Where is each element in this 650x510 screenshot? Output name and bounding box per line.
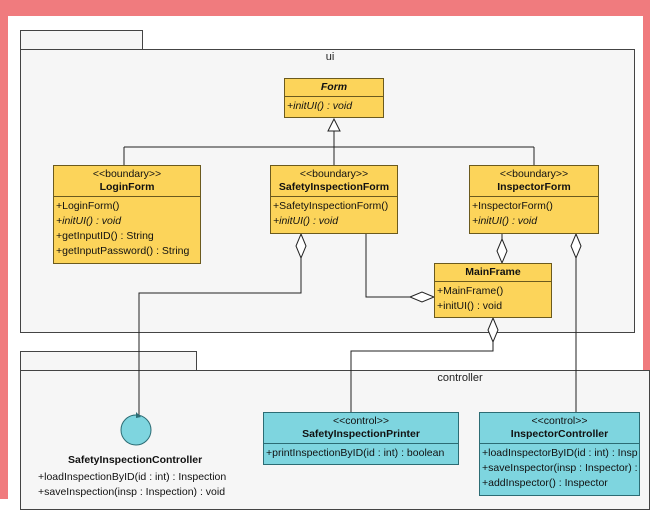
- class-safetyinspectionprinter[interactable]: <<control>> SafetyInspectionPrinter +pri…: [263, 412, 459, 465]
- class-safetyinspectioncontroller-op-2: +saveInspection(insp : Inspection) : voi…: [38, 486, 226, 498]
- class-safetyinspectionform-op-2: +initUI() : void: [273, 215, 339, 227]
- class-safetyinspectionprinter-name: SafetyInspectionPrinter: [302, 428, 420, 440]
- class-safetyinspectionform-name: SafetyInspectionForm: [278, 181, 390, 193]
- class-mainframe-op-2: +initUI() : void: [437, 300, 503, 312]
- class-mainframe-name: MainFrame: [465, 266, 521, 278]
- class-inspectorcontroller-op-1: +loadInspectorByID(id : int) : Insp: [482, 447, 638, 459]
- class-form[interactable]: Form +initUI() : void: [284, 78, 384, 118]
- class-inspectorcontroller-name: InspectorController: [510, 428, 609, 440]
- class-loginform-op-1: +LoginForm(): [56, 200, 120, 212]
- class-safetyinspectionform[interactable]: <<boundary>> SafetyInspectionForm +Safet…: [270, 165, 398, 234]
- class-loginform-stereotype: <<boundary>>: [92, 168, 162, 180]
- controller-package-name: controller: [437, 372, 483, 384]
- class-loginform-name: LoginForm: [99, 181, 155, 193]
- class-loginform-op-4: +getInputPassword() : String: [56, 245, 190, 257]
- aggregation-line-mainframe-printer: [350, 342, 494, 412]
- class-safetyinspectionform-op-1: +SafetyInspectionForm(): [273, 200, 389, 212]
- aggregation-line-safetyform-mainframe: [365, 234, 410, 298]
- class-inspectorcontroller-op-2: +saveInspector(insp : Inspector) : v: [482, 462, 640, 474]
- aggregation-diamond-inspectorform: [570, 232, 582, 260]
- aggregation-diamond-mainframe-top: [496, 237, 508, 265]
- control-circle-arrow-icon: [136, 412, 141, 418]
- class-inspectorform-op-1: +InspectorForm(): [472, 200, 553, 212]
- class-safetyinspectionform-stereotype: <<boundary>>: [299, 168, 369, 180]
- class-loginform-op-3: +getInputID() : String: [56, 230, 154, 242]
- class-inspectorform-stereotype: <<boundary>>: [499, 168, 569, 180]
- aggregation-diamond-safetyform: [295, 232, 307, 260]
- class-inspectorform-op-2: +initUI() : void: [472, 215, 538, 227]
- class-form-op-1: +initUI() : void: [287, 100, 353, 112]
- class-inspectorform-name: InspectorForm: [497, 181, 571, 193]
- background-band-top: [0, 0, 650, 16]
- class-mainframe[interactable]: MainFrame +MainFrame() +initUI() : void: [434, 263, 552, 318]
- class-loginform[interactable]: <<boundary>> LoginForm +LoginForm() +ini…: [53, 165, 201, 264]
- aggregation-diamond-mainframe-bottom: [487, 316, 499, 344]
- class-inspectorcontroller-op-3: +addInspector() : Inspector: [482, 477, 608, 489]
- class-safetyinspectioncontroller-name[interactable]: SafetyInspectionController: [68, 454, 203, 466]
- class-inspectorform[interactable]: <<boundary>> InspectorForm +InspectorFor…: [469, 165, 599, 234]
- class-form-name: Form: [320, 81, 348, 93]
- aggregation-line-safetyform-controller: [138, 258, 302, 415]
- generalization-arrowhead: [327, 117, 341, 132]
- aggregation-diamond-mainframe-left: [408, 291, 436, 303]
- control-circle-icon: [120, 414, 152, 446]
- ui-package-name: ui: [325, 51, 335, 63]
- class-inspectorcontroller[interactable]: <<control>> InspectorController +loadIns…: [479, 412, 640, 496]
- class-safetyinspectionprinter-stereotype: <<control>>: [332, 415, 390, 427]
- class-safetyinspectioncontroller-op-1: +loadInspectionByID(id : int) : Inspecti…: [38, 471, 227, 483]
- background-band-right-lower: [640, 200, 650, 499]
- class-inspectorcontroller-stereotype: <<control>>: [531, 415, 588, 427]
- class-safetyinspectionprinter-op-1: +printInspectionByID(id : int) : boolean: [266, 447, 445, 459]
- class-mainframe-op-1: +MainFrame(): [437, 285, 504, 297]
- diagram-edges: [120, 117, 582, 446]
- class-loginform-op-2: +initUI() : void: [56, 215, 122, 227]
